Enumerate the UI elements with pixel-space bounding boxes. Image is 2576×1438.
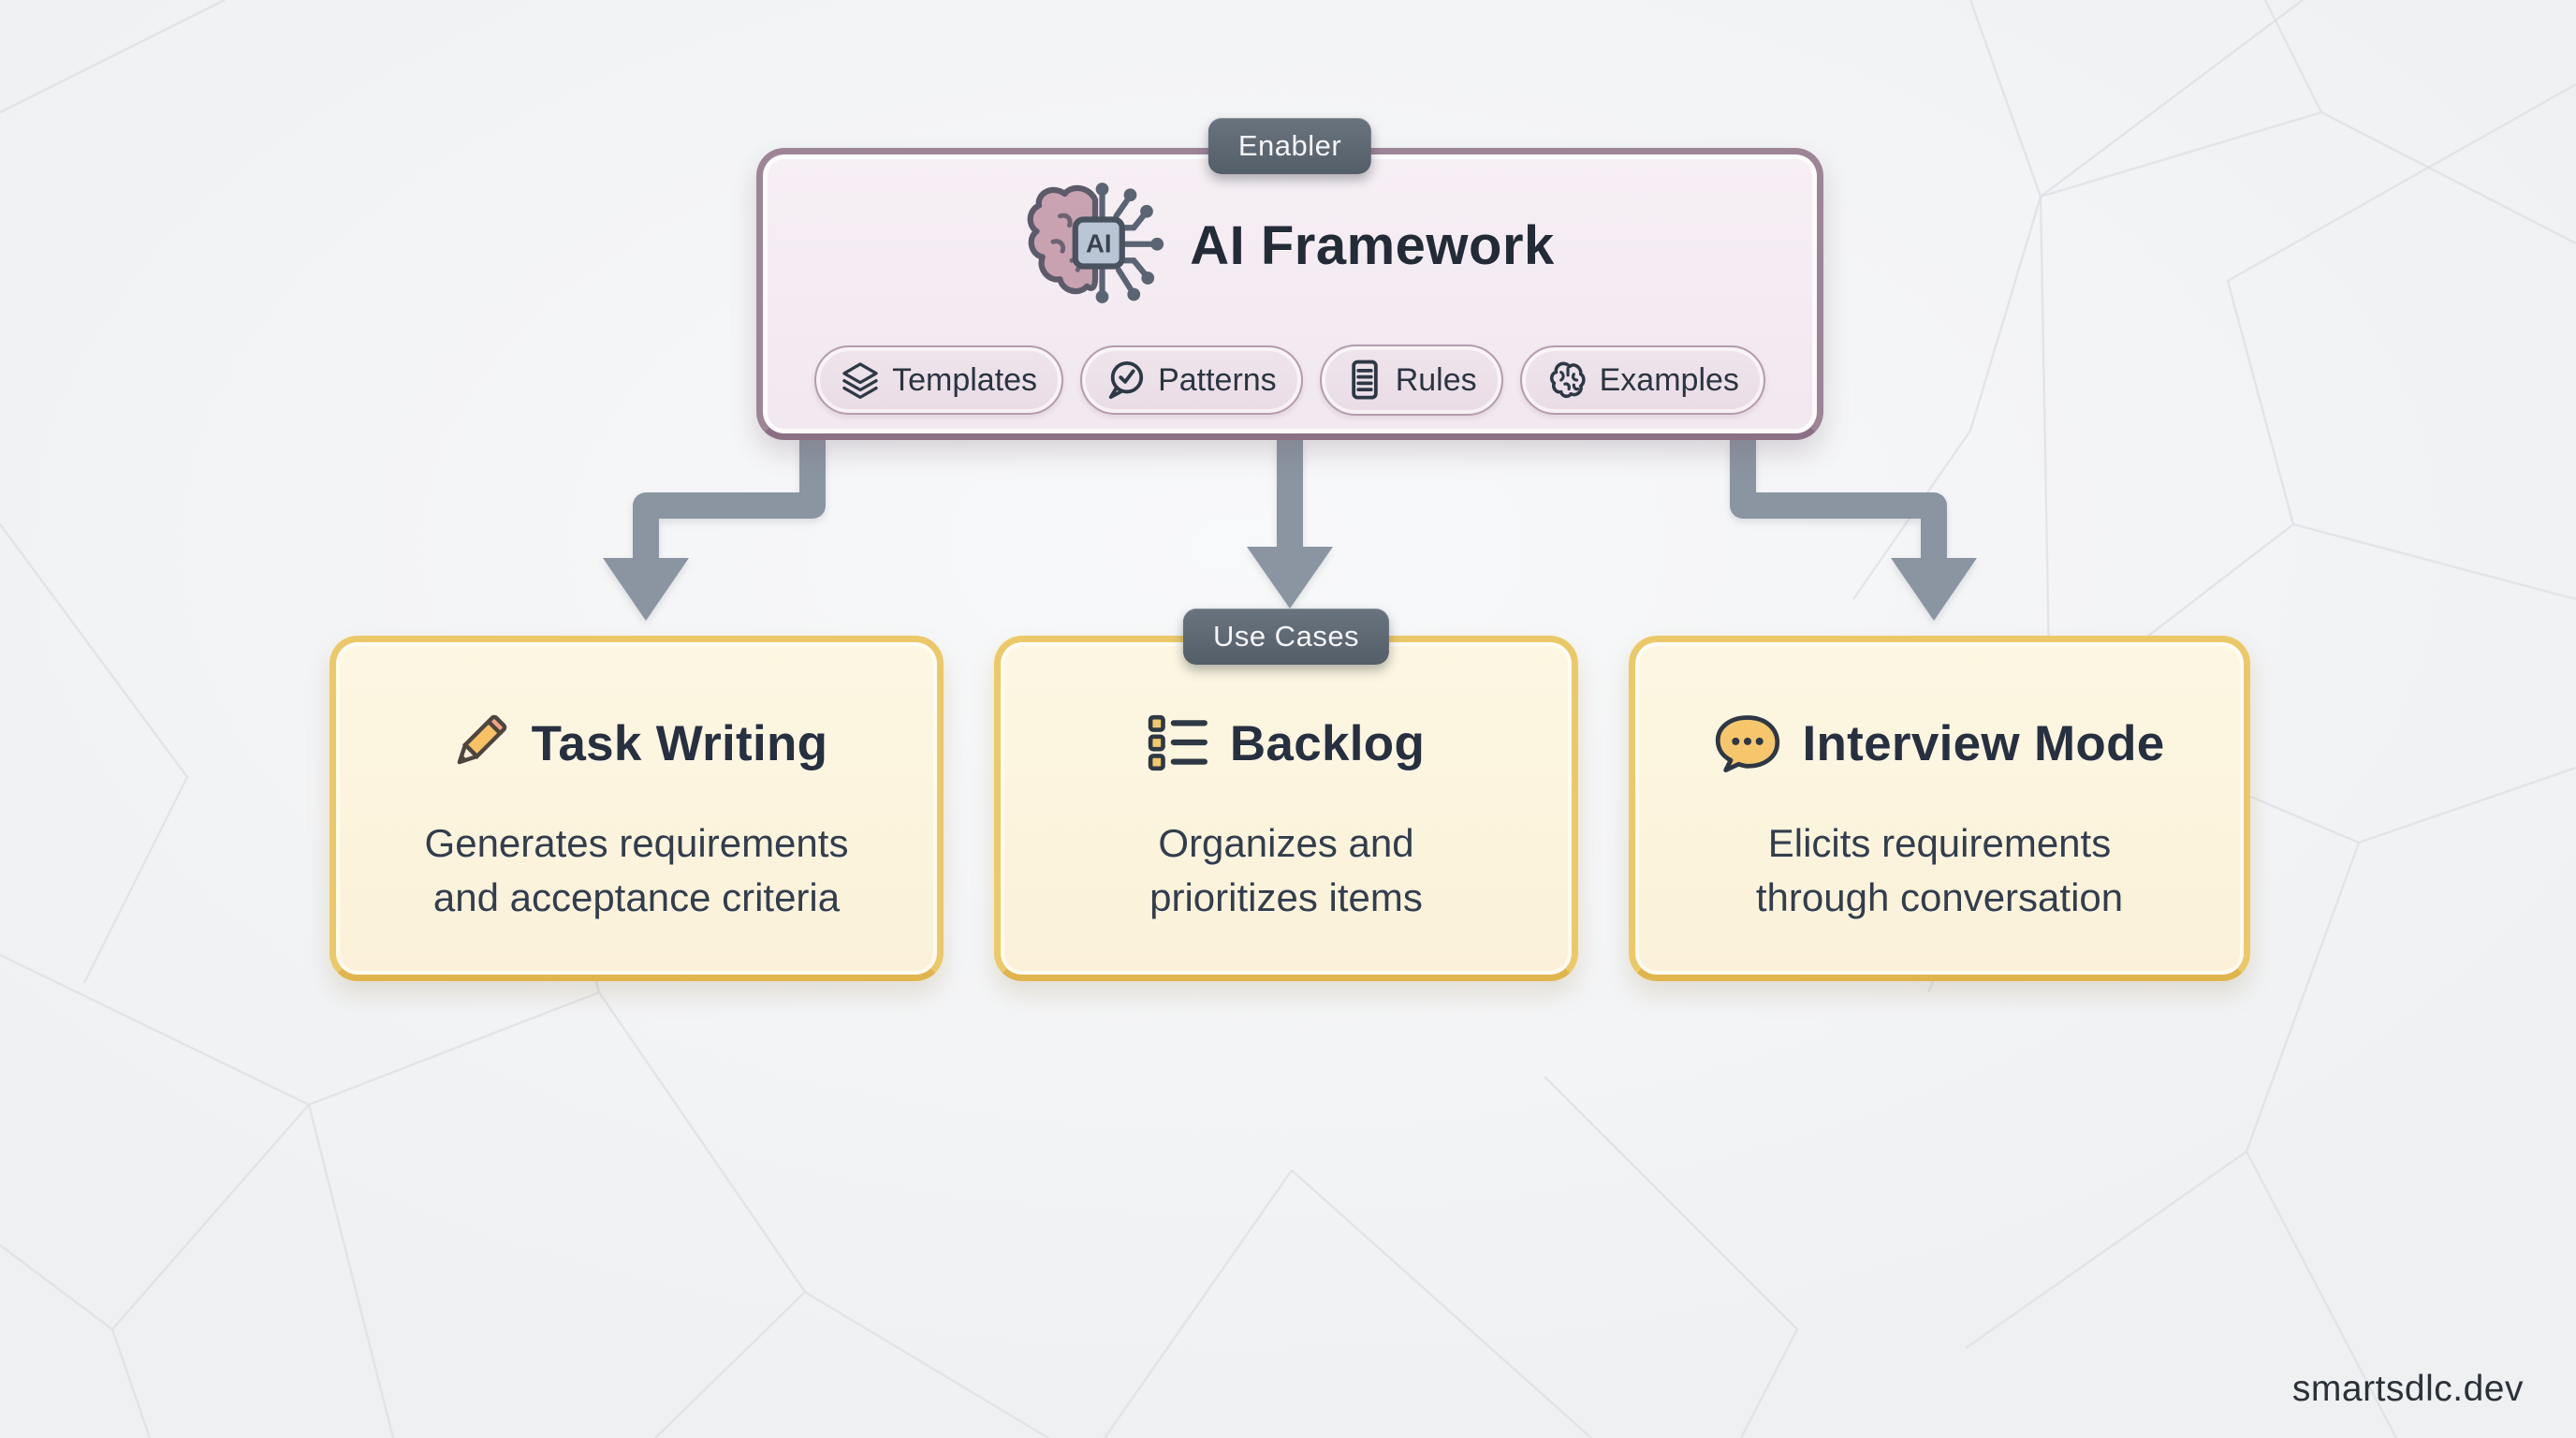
- enabler-tag: Enabler: [1208, 118, 1372, 174]
- ai-brain-chip-icon: AI: [1027, 183, 1164, 303]
- card-backlog-title-row: Backlog: [1148, 700, 1425, 786]
- badge-templates-label: Templates: [892, 361, 1038, 398]
- card-task-writing: Task Writing Generates requirements and …: [329, 636, 944, 981]
- card-task-title-row: Task Writing: [446, 700, 828, 786]
- enabler-title-row: AI AI Framework: [1025, 178, 1555, 314]
- card-interview-description: Elicits requirements through conversatio…: [1756, 816, 2123, 925]
- card-backlog: Backlog Organizes and prioritizes items: [994, 636, 1578, 981]
- card-interview-title-row: Interview Mode: [1714, 700, 2164, 786]
- enabler-badges-row: Templates Patterns: [814, 345, 1765, 417]
- card-interview-desc-line2: through conversation: [1755, 874, 2124, 919]
- arrow-middle: [1247, 438, 1333, 609]
- card-task-title: Task Writing: [531, 715, 828, 771]
- card-backlog-desc-line1: Organizes and: [1158, 821, 1414, 865]
- document-lines-icon: [1351, 360, 1378, 400]
- card-backlog-title: Backlog: [1229, 715, 1426, 771]
- card-task-desc-line2: and acceptance criteria: [432, 874, 841, 919]
- enabler-box: AI AI Framework Templates: [756, 148, 1823, 440]
- badge-rules-label: Rules: [1395, 361, 1477, 398]
- card-interview-mode: Interview Mode Elicits requirements thro…: [1629, 636, 2250, 981]
- card-task-desc-line1: Generates requirements: [424, 821, 849, 865]
- use-cases-tag: Use Cases: [1182, 609, 1390, 665]
- badge-examples-label: Examples: [1599, 361, 1739, 398]
- arrow-right: [1730, 438, 1977, 621]
- enabler-title: AI Framework: [1190, 214, 1555, 276]
- arrow-left: [603, 438, 826, 621]
- card-backlog-description: Organizes and prioritizes items: [1149, 816, 1423, 925]
- badge-patterns: Patterns: [1080, 345, 1303, 416]
- brain-icon: [1549, 362, 1586, 399]
- svg-text:AI: AI: [1086, 229, 1112, 258]
- pencil-icon: [457, 714, 506, 765]
- card-task-description: Generates requirements and acceptance cr…: [425, 816, 849, 925]
- badge-patterns-label: Patterns: [1158, 361, 1277, 398]
- badge-templates: Templates: [814, 345, 1064, 416]
- chat-check-icon: [1108, 361, 1144, 400]
- card-interview-desc-line1: Elicits requirements: [1767, 821, 2112, 865]
- badge-rules: Rules: [1319, 345, 1503, 417]
- checklist-icon: [1148, 714, 1208, 771]
- badge-examples: Examples: [1519, 345, 1765, 416]
- speech-bubble-icon: [1716, 715, 1780, 772]
- layers-icon: [842, 362, 878, 400]
- watermark: smartsdlc.dev: [2291, 1369, 2524, 1409]
- card-interview-title: Interview Mode: [1802, 715, 2165, 771]
- card-backlog-desc-line2: prioritizes items: [1149, 874, 1423, 919]
